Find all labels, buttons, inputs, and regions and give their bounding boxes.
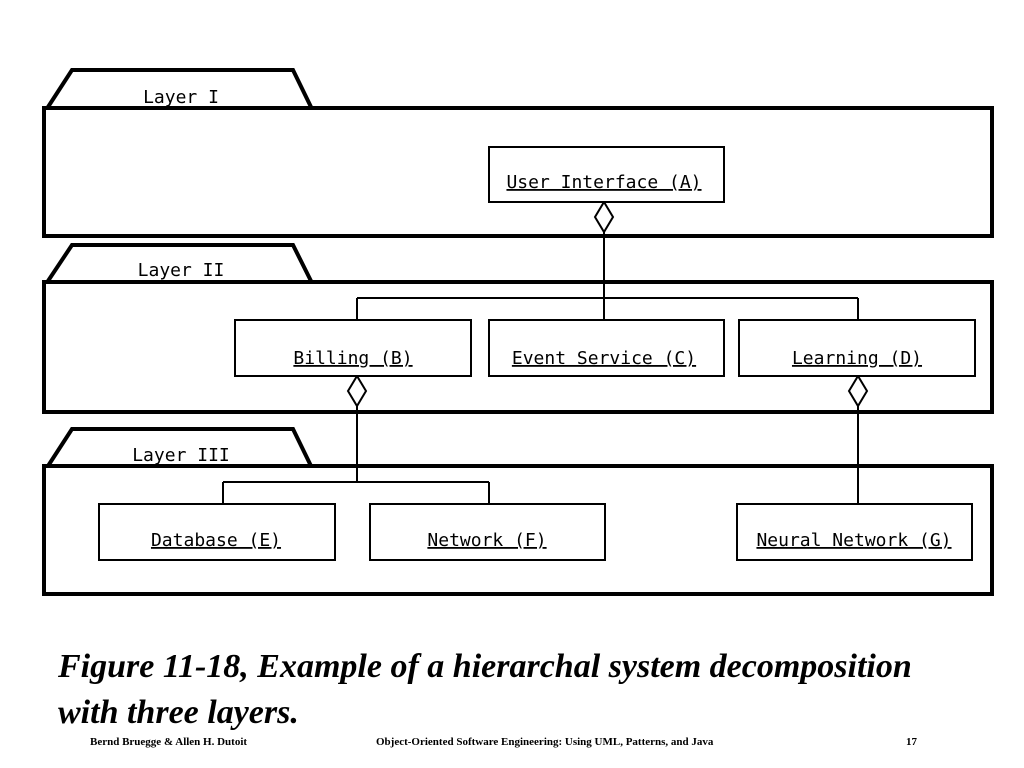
connectors	[222, 232, 859, 504]
figure-caption: Figure 11-18, Example of a hierarchal sy…	[58, 648, 912, 731]
component-e-box	[98, 503, 336, 561]
aggregation-diamonds	[346, 200, 869, 408]
layer-3-label: Layer III	[132, 445, 230, 466]
footer-book-title: Object-Oriented Software Engineering: Us…	[376, 736, 714, 748]
layer-diagram: Layer I Layer II Layer III User Interfac…	[42, 68, 994, 596]
component-neural-network: Neural Network (G)	[736, 503, 973, 561]
component-learning: Learning (D)	[738, 319, 976, 377]
layer-2-body	[42, 280, 994, 414]
component-d-box	[738, 319, 976, 377]
footer-page-number: 17	[906, 736, 917, 748]
component-f-label: Network (F)	[427, 530, 546, 551]
component-database: Database (E)	[98, 503, 336, 561]
component-c-box	[488, 319, 725, 377]
component-a-box	[488, 146, 725, 203]
layer-2-tab	[46, 243, 313, 283]
component-g-box	[736, 503, 973, 561]
layer-1-package: Layer I	[42, 68, 994, 238]
layer-1-tab	[46, 68, 313, 109]
component-f-box	[369, 503, 606, 561]
layer-3-tab	[46, 427, 313, 468]
component-event-service: Event Service (C)	[488, 319, 725, 377]
component-d-label: Learning (D)	[792, 348, 922, 369]
layer-2-label: Layer II	[138, 260, 225, 281]
component-a-label: User Interface (A)	[506, 172, 701, 193]
layer-3-package: Layer III	[42, 427, 994, 596]
component-c-label: Event Service (C)	[512, 348, 696, 369]
component-user-interface: User Interface (A)	[488, 146, 725, 203]
component-b-label: Billing (B)	[293, 348, 412, 369]
component-network: Network (F)	[369, 503, 606, 561]
aggregation-diamond-b	[346, 374, 368, 408]
aggregation-diamond-a	[593, 200, 615, 234]
component-b-box	[234, 319, 472, 377]
component-e-label: Database (E)	[151, 530, 281, 551]
layer-2-package: Layer II	[42, 243, 994, 414]
layer-1-label: Layer I	[143, 87, 219, 108]
aggregation-diamond-d	[847, 374, 869, 408]
layer-1-body	[42, 106, 994, 238]
footer-authors: Bernd Bruegge & Allen H. Dutoit	[90, 736, 248, 748]
layer-3-body	[42, 464, 994, 596]
component-g-label: Neural Network (G)	[756, 530, 951, 551]
component-billing: Billing (B)	[234, 319, 472, 377]
